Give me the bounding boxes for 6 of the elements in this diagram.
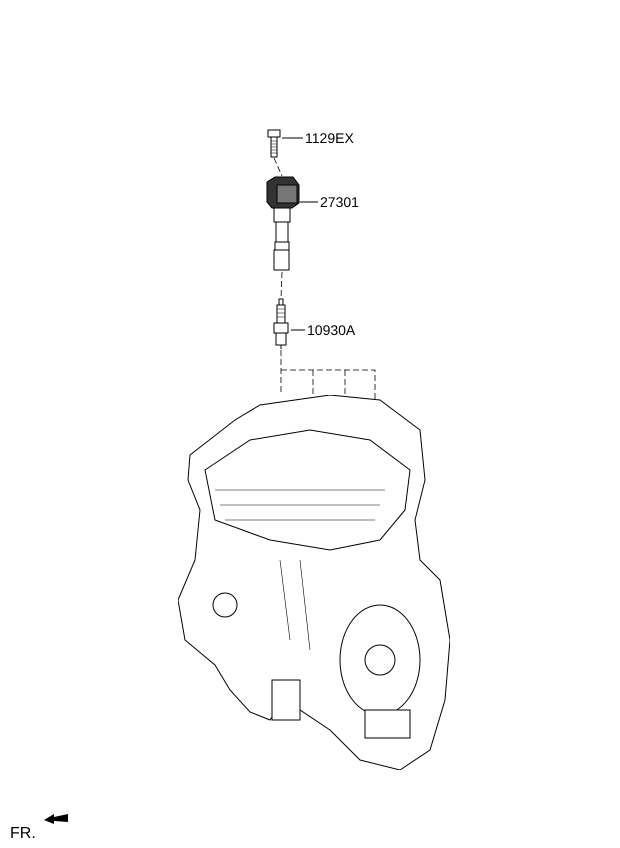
part-number: 1129EX bbox=[305, 128, 354, 148]
assembly-line bbox=[280, 272, 282, 298]
front-direction-label: FR. bbox=[10, 824, 36, 844]
part-number: 10930A bbox=[307, 320, 356, 340]
assembly-line bbox=[274, 158, 282, 176]
part-number: 27301 bbox=[320, 192, 359, 212]
